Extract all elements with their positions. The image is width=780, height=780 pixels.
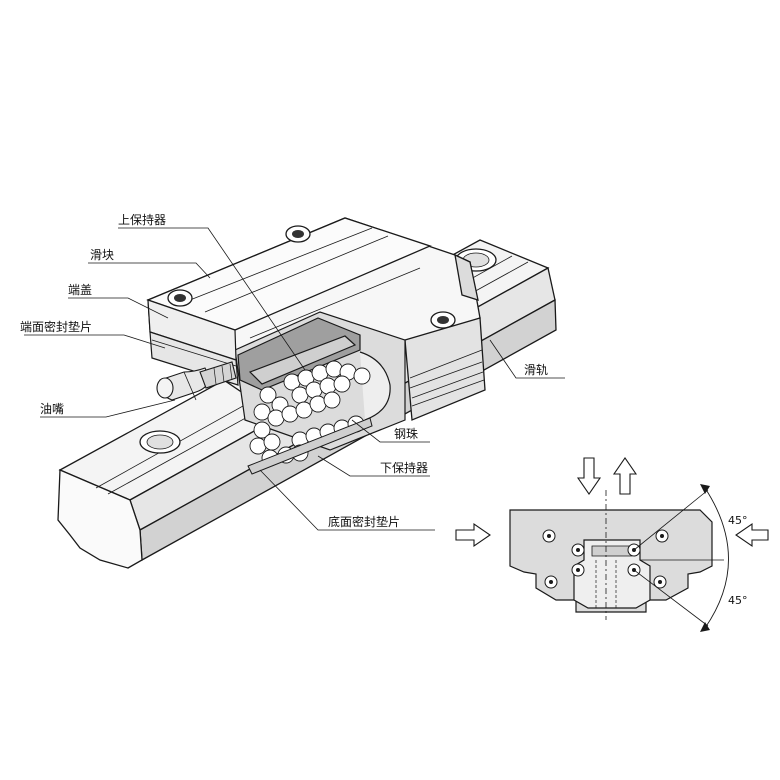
label-end-seal: 端面密封垫片	[20, 319, 92, 334]
label-carriage: 滑块	[90, 248, 114, 262]
arrow-up-icon	[612, 457, 638, 495]
angle-lower: 45°	[728, 594, 748, 607]
label-lower-retainer: 下保持器	[380, 460, 428, 475]
cross-section-view	[509, 484, 729, 632]
arrow-down-icon	[576, 457, 602, 495]
arrow-right-icon	[455, 522, 491, 548]
label-rail: 滑轨	[524, 363, 548, 377]
arrow-left-icon	[735, 522, 769, 548]
leader-lines	[24, 227, 565, 531]
lower-retainer	[247, 417, 373, 475]
callout-labels: 上保持器 滑块 端盖 端面密封垫片 油嘴 滑轨 钢珠 下保持器 底面密封垫片	[20, 212, 548, 529]
angle-upper: 45°	[728, 514, 748, 527]
label-end-cap: 端盖	[68, 283, 92, 297]
grease-nipple	[156, 361, 237, 401]
label-steel-ball: 钢珠	[394, 427, 418, 441]
load-arrows	[455, 457, 769, 548]
label-bottom-seal: 底面密封垫片	[328, 514, 400, 529]
label-upper-retainer: 上保持器	[118, 212, 166, 227]
label-grease-nipple: 油嘴	[40, 402, 64, 416]
